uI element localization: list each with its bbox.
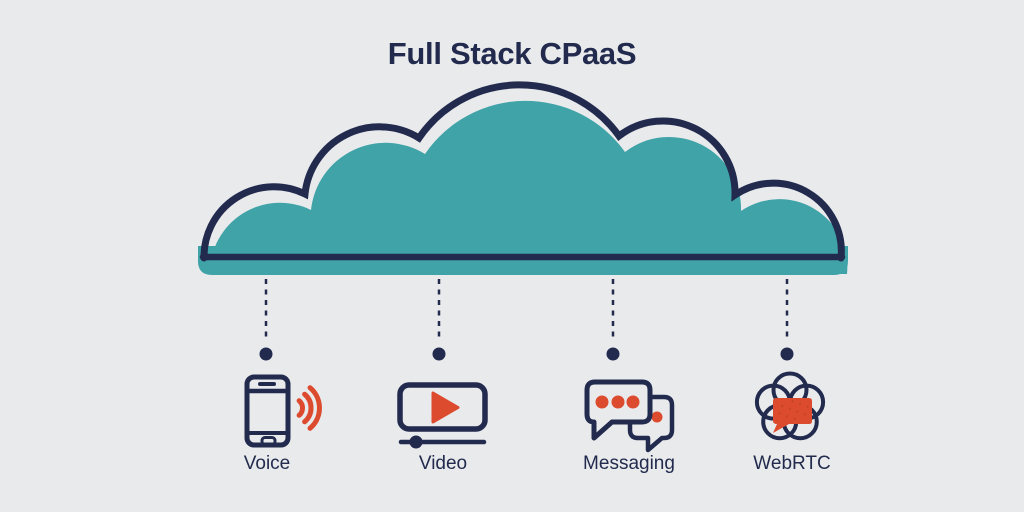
play-triangle bbox=[431, 391, 460, 424]
label-messaging: Messaging bbox=[583, 453, 675, 474]
connector-dot bbox=[259, 347, 273, 361]
chat-bubbles-icon bbox=[584, 379, 675, 453]
connector-dot bbox=[606, 347, 620, 361]
connector-video bbox=[432, 279, 446, 361]
label-webrtc: WebRTC bbox=[753, 453, 831, 474]
typing-dots bbox=[595, 395, 640, 409]
connector-webrtc bbox=[780, 279, 794, 361]
connector-messaging bbox=[606, 279, 620, 361]
video-player-icon bbox=[397, 382, 488, 449]
cloud-outline bbox=[200, 81, 845, 262]
cloud-graphic bbox=[198, 81, 848, 275]
sound-waves bbox=[296, 385, 322, 431]
label-video: Video bbox=[418, 453, 468, 474]
typing-dot-small bbox=[651, 411, 663, 423]
phone-home-button bbox=[260, 436, 277, 446]
playhead-dot bbox=[409, 435, 423, 449]
cloud-fill-shape bbox=[209, 100, 848, 274]
page-title: Full Stack CPaaS bbox=[387, 36, 637, 71]
webrtc-logo-icon bbox=[754, 371, 826, 441]
smartphone-voice-icon bbox=[244, 374, 322, 448]
connector-dot bbox=[780, 347, 794, 361]
label-voice: Voice bbox=[243, 453, 291, 474]
cloud-base-band bbox=[198, 246, 848, 275]
connector-voice bbox=[259, 279, 273, 361]
connector-dot bbox=[432, 347, 446, 361]
webrtc-center-bubble bbox=[773, 398, 812, 433]
